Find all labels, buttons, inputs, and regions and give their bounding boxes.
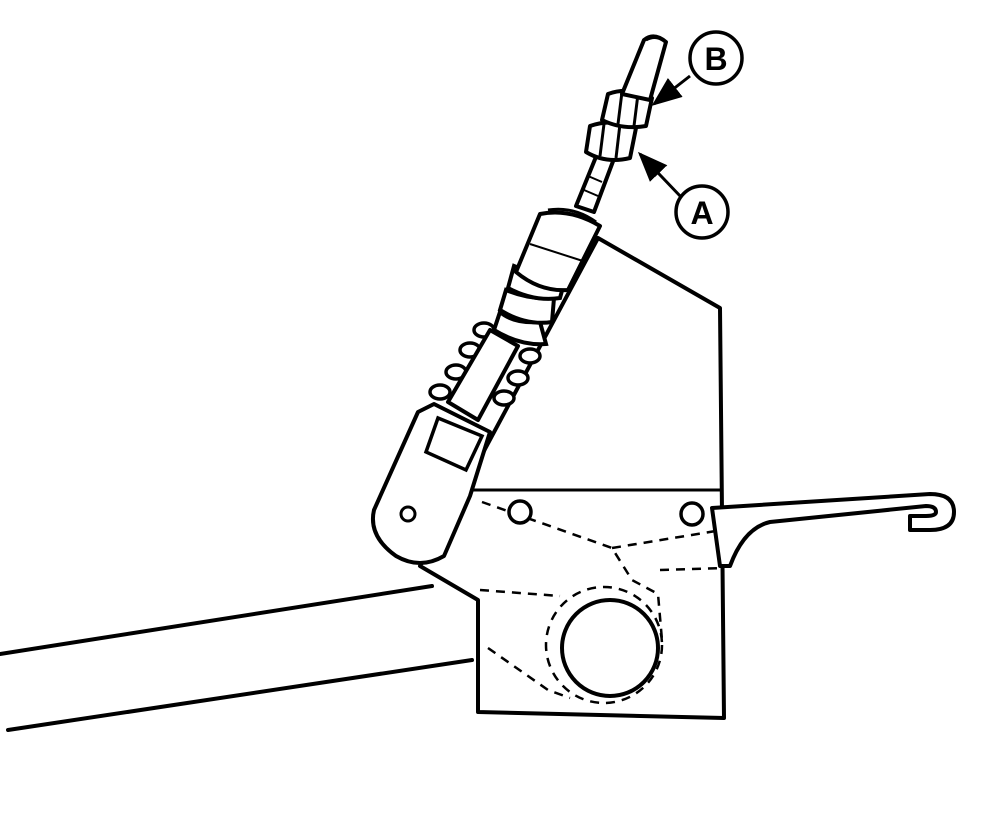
axle-tube bbox=[0, 584, 474, 732]
callout-b: B bbox=[651, 30, 744, 106]
callout-b-label: B bbox=[704, 41, 727, 77]
shaft-bore bbox=[560, 598, 660, 698]
collar-stack bbox=[491, 263, 569, 347]
hidden-internal-lines bbox=[479, 500, 725, 705]
callout-a-label: A bbox=[690, 195, 713, 231]
housing-holes bbox=[507, 499, 705, 527]
lever-arm bbox=[710, 492, 956, 568]
spring bbox=[428, 321, 542, 407]
rod-tip bbox=[620, 34, 668, 102]
push-rod bbox=[446, 328, 520, 422]
sleeve bbox=[514, 207, 602, 293]
callout-a: A bbox=[637, 151, 730, 240]
nut-a bbox=[584, 120, 638, 162]
clevis-yoke bbox=[371, 402, 492, 565]
